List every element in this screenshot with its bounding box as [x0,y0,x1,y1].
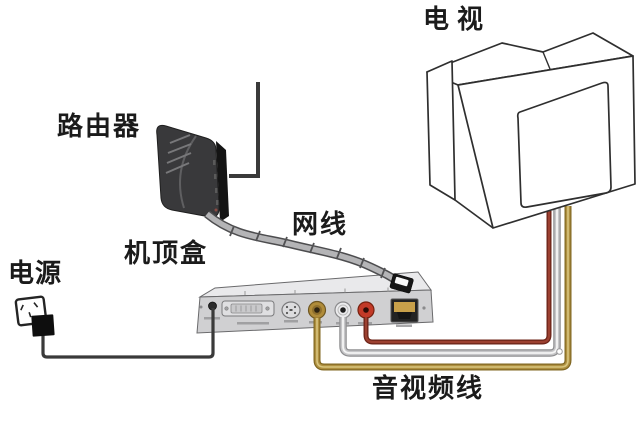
av-cable-gold [313,206,572,371]
router-body [156,124,220,218]
power-cable [41,308,215,359]
stb-screw [199,305,203,309]
stb-svideo-port [281,301,301,319]
ethernet-plug [389,273,414,294]
set-top-box-device [196,271,434,334]
router-wall-line [229,82,260,178]
av-cable-label: 音视频线 [372,374,485,404]
set-top-box-label: 机顶盒 [124,239,209,269]
stb-top-ticks [244,287,389,295]
av-cable-red [363,211,552,345]
tv-device [426,32,636,229]
tv-screen [516,81,612,209]
tv-rear-left-face [426,60,456,201]
power-plug [31,314,55,337]
av-cable-white [339,208,561,357]
tv-top-step-line [542,51,551,70]
network-cable-twist-marks [229,225,386,279]
tv-bottom-edge-line [454,199,494,229]
stb-audio-rca-red [357,301,375,319]
stb-screw-right [422,306,426,310]
av-cables [313,206,572,371]
router-face-arc [179,135,197,209]
network-cable-label: 网线 [292,210,349,240]
stb-audio-rca-white [334,301,352,319]
router-label: 路由器 [57,112,142,142]
stb-component-port [221,300,275,317]
stb-ethernet-port [390,298,419,323]
router-vent-lines [165,134,192,174]
power-label: 电源 [8,259,63,289]
cable-corner-connector [556,348,563,355]
router-device [156,124,229,222]
router-side-ports [213,160,219,212]
network-cable [204,210,404,288]
stb-video-rca-gold [307,300,327,320]
tv-label: 电视 [423,5,492,35]
